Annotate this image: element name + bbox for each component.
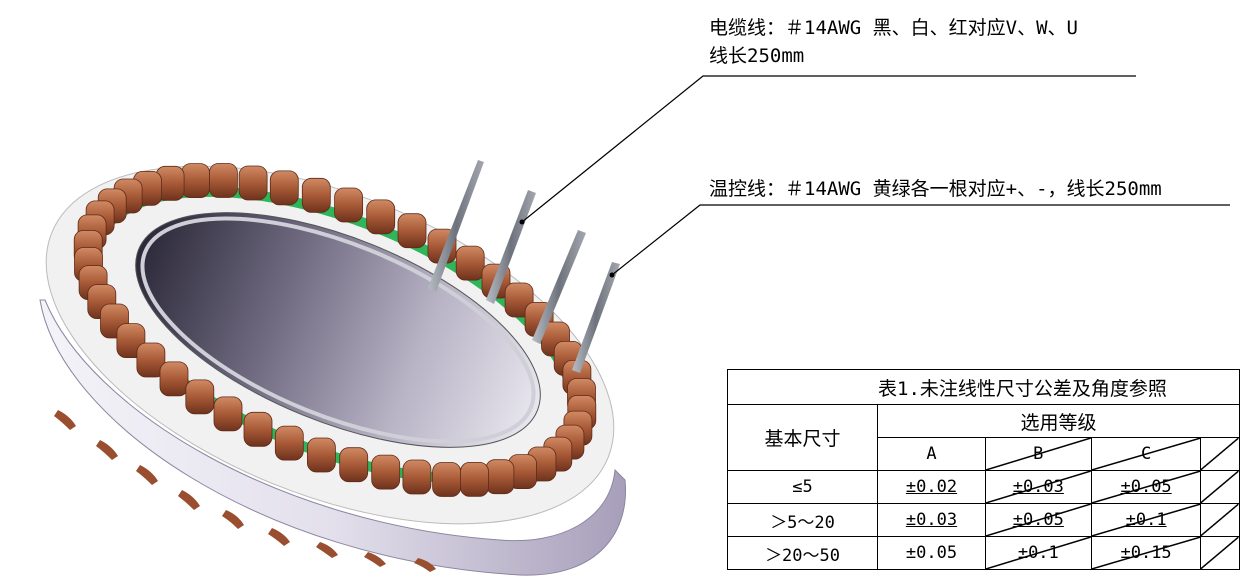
copper-coil <box>402 459 432 495</box>
tol-b: ±0.03 <box>984 470 1092 504</box>
grade-d <box>1200 437 1240 471</box>
copper-coil <box>301 177 331 213</box>
copper-coil <box>213 396 243 432</box>
size-cell: ≤5 <box>726 470 879 504</box>
tol-d <box>1200 536 1240 570</box>
table-row: ＞20～50 ±0.05 ±0.1 ±0.15 <box>726 536 1240 570</box>
copper-coil <box>455 245 485 281</box>
copper-coil <box>334 187 364 223</box>
leader-lines <box>521 75 1230 276</box>
copper-coil <box>208 163 238 198</box>
size-cell: ＞20～50 <box>726 536 879 570</box>
basic-size-header: 基本尺寸 <box>726 404 879 471</box>
copper-coil <box>269 170 299 206</box>
copper-coil <box>371 454 401 490</box>
tol-c: ±0.1 <box>1090 503 1202 537</box>
inner-bore <box>135 212 541 448</box>
outer-coil-row <box>54 410 436 572</box>
copper-coil <box>485 459 515 495</box>
copper-coil <box>397 213 427 249</box>
copper-coil <box>159 361 189 397</box>
tol-a: ±0.02 <box>877 470 986 504</box>
copper-coil <box>185 379 215 415</box>
copper-coils <box>73 163 597 497</box>
cable-note-line2: 线长250mm <box>709 45 805 67</box>
thermostat-note: 温控线：＃14AWG 黄绿各一根对应+、-，线长250mm <box>709 178 1162 200</box>
copper-coil <box>243 411 273 447</box>
tol-c: ±0.05 <box>1090 470 1202 504</box>
tol-c: ±0.15 <box>1090 536 1202 570</box>
table-title: 表1.未注线性尺寸公差及角度参照 <box>727 369 1240 405</box>
copper-coil <box>460 461 489 497</box>
copper-coil <box>274 425 304 461</box>
copper-coil <box>432 462 462 497</box>
tol-d <box>1200 503 1240 537</box>
tolerance-table: 表1.未注线性尺寸公差及角度参照 基本尺寸 选用等级 A B C ≤5 ±0.0… <box>726 369 1240 570</box>
table-row: ≤5 ±0.02 ±0.03 ±0.05 <box>726 470 1240 504</box>
copper-coil <box>238 165 268 201</box>
tol-a: ±0.03 <box>877 503 986 537</box>
copper-coil <box>306 437 336 473</box>
grade-a: A <box>877 437 986 471</box>
lead-wires <box>428 160 620 373</box>
tol-b: ±0.1 <box>984 536 1092 570</box>
grade-b: B <box>984 437 1092 471</box>
tol-a: ±0.05 <box>877 536 986 570</box>
copper-coil <box>339 447 369 483</box>
grade-c: C <box>1090 437 1202 471</box>
copper-coil <box>366 199 396 235</box>
table-row: ＞5～20 ±0.03 ±0.05 ±0.1 <box>726 503 1240 537</box>
cable-note-line1: 电缆线：＃14AWG 黑、白、红对应V、W、U <box>709 17 1078 39</box>
housing-ring <box>39 299 627 576</box>
copper-coil <box>181 163 210 199</box>
size-cell: ＞5～20 <box>726 503 879 537</box>
grade-header: 选用等级 <box>877 404 1240 438</box>
tol-d <box>1200 470 1240 504</box>
copper-coil <box>136 342 166 378</box>
tol-b: ±0.05 <box>984 503 1092 537</box>
